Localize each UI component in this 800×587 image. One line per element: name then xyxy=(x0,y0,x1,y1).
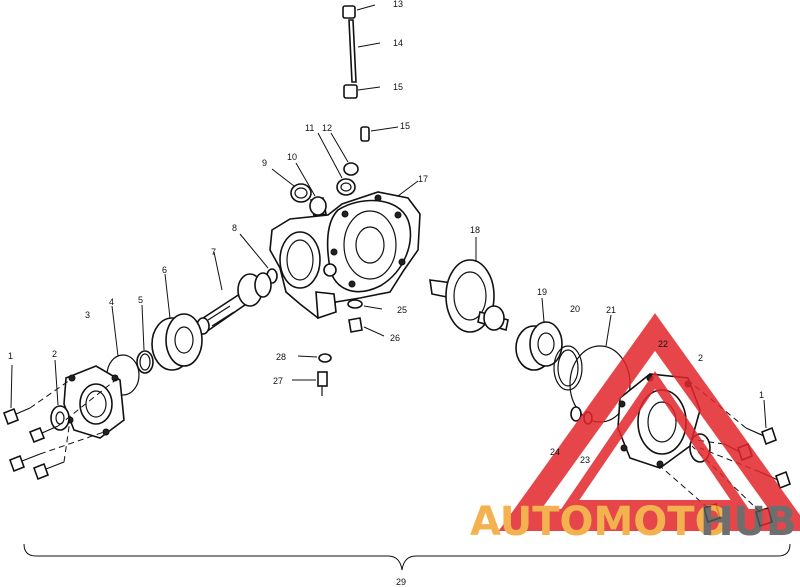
triangle-logo-icon xyxy=(498,313,800,531)
gearcase-housing-17 xyxy=(269,180,421,320)
callout-7: 7 xyxy=(211,247,216,257)
snap-ring-5 xyxy=(136,304,154,374)
callout-5: 5 xyxy=(138,295,143,305)
breather-hose-14 xyxy=(348,19,381,83)
callout-12: 12 xyxy=(322,123,332,133)
callout-11: 11 xyxy=(305,123,314,133)
callout-1-right: 1 xyxy=(759,390,764,400)
washer-28 xyxy=(297,353,332,363)
bolt-27 xyxy=(292,371,328,396)
bearing-6 xyxy=(151,273,203,371)
bearing-19 xyxy=(515,297,563,371)
callout-9: 9 xyxy=(262,158,267,168)
breather-clamp-15-top xyxy=(343,84,381,99)
callout-29-assembly: 29 xyxy=(396,577,406,587)
assembly-bracket xyxy=(23,543,791,571)
callout-10: 10 xyxy=(287,152,297,162)
callout-17: 17 xyxy=(418,174,428,184)
callout-28: 28 xyxy=(276,352,286,362)
brand-hub-text: HUB xyxy=(700,499,796,545)
callout-3: 3 xyxy=(85,310,90,320)
brand-automoto-text: AUTOMOTO xyxy=(470,499,729,545)
callout-14: 14 xyxy=(393,38,403,48)
callout-13: 13 xyxy=(393,0,403,9)
callout-27: 27 xyxy=(273,376,283,386)
bushing-10 xyxy=(295,162,327,217)
breather-fitting-13 xyxy=(342,4,376,19)
vent-fitting-15 xyxy=(360,126,399,142)
seal-2 xyxy=(50,359,70,431)
seal-9 xyxy=(271,168,312,203)
bolts-1-left xyxy=(2,364,119,481)
callout-4: 4 xyxy=(109,297,114,307)
snap-ring-20 xyxy=(553,345,583,391)
callout-24: 24 xyxy=(550,447,560,457)
callout-20: 20 xyxy=(570,304,580,314)
callout-19: 19 xyxy=(537,287,547,297)
callout-23: 23 xyxy=(580,455,590,465)
callout-22: 22 xyxy=(658,339,668,349)
washer-25 xyxy=(347,299,383,310)
ring-24 xyxy=(570,406,582,422)
callout-15-top: 15 xyxy=(393,82,403,92)
callout-2-right: 2 xyxy=(698,353,703,363)
bolt-26 xyxy=(348,317,385,337)
callout-2: 2 xyxy=(52,349,57,359)
callout-8: 8 xyxy=(232,223,237,233)
oring-11 xyxy=(317,132,356,196)
callout-15-vent: 15 xyxy=(400,121,410,131)
callout-21: 21 xyxy=(606,305,616,315)
cover-plate-3 xyxy=(63,365,125,439)
callout-26: 26 xyxy=(390,333,400,343)
input-shaft-7 xyxy=(196,251,272,335)
watermark-logo: AUTOMOTO HUB xyxy=(470,313,800,545)
callout-labels: 13 14 15 15 11 12 17 9 10 8 7 6 5 4 3 2 … xyxy=(8,0,764,587)
callout-6: 6 xyxy=(162,265,167,275)
callout-25: 25 xyxy=(397,305,407,315)
callout-1-left: 1 xyxy=(8,351,13,361)
output-shaft-18 xyxy=(429,237,509,333)
plug-12 xyxy=(330,132,359,176)
callout-18: 18 xyxy=(470,225,480,235)
